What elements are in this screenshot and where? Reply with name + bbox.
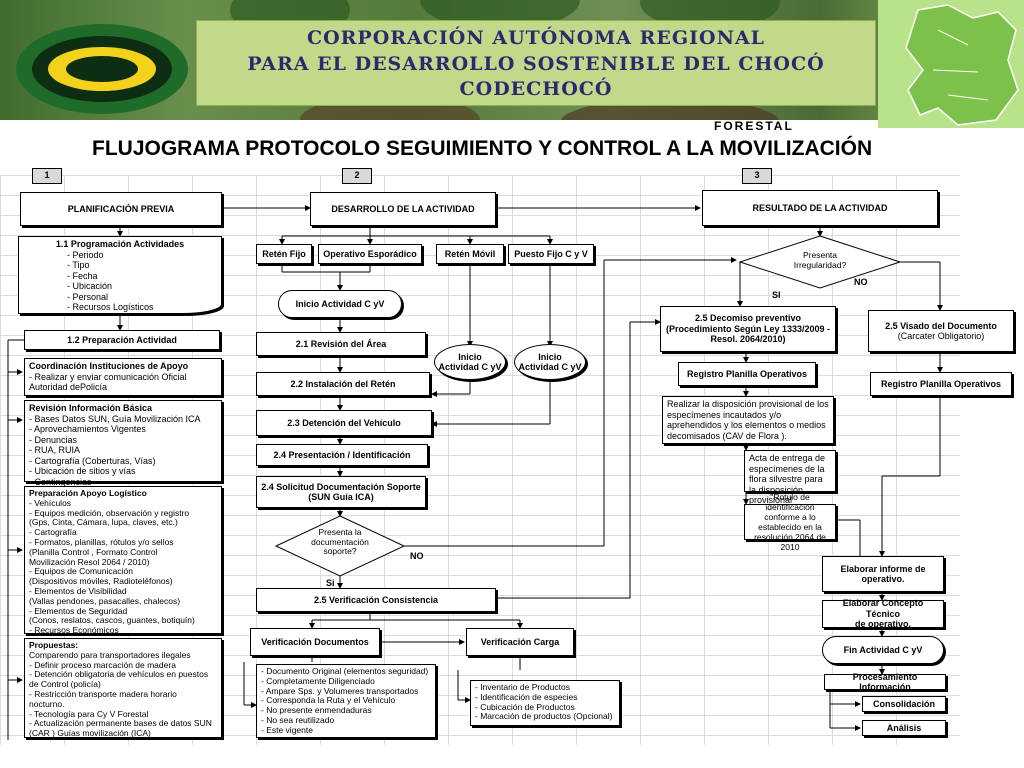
carga-checklist: - Inventario de Productos - Identificaci… bbox=[470, 680, 620, 726]
elaborar-informe-box: Elaborar informe de operativo. bbox=[822, 556, 944, 592]
programacion-items: - Periodo - Tipo - Fecha - Ubicación - P… bbox=[23, 250, 217, 313]
column-tab-2: 2 bbox=[342, 168, 372, 184]
visado-title: 2.5 Visado del Documento bbox=[885, 320, 997, 331]
preparacion-actividad-box: 1.2 Preparación Actividad bbox=[24, 330, 220, 350]
programacion-item: - Fecha bbox=[67, 270, 98, 281]
coordinacion-body: - Realizar y enviar comunicación Oficial… bbox=[29, 371, 187, 393]
codechoco-logo bbox=[14, 22, 190, 116]
org-name-line-1: CORPORACIÓN AUTÓNOMA REGIONAL bbox=[306, 27, 766, 49]
programacion-item: - Ubicación bbox=[67, 281, 113, 291]
si-label-col2: Si bbox=[326, 578, 335, 588]
coordinacion-title: Coordinación Instituciones de Apoyo bbox=[29, 361, 189, 371]
programacion-item: - Periodo bbox=[67, 249, 104, 260]
verificacion-carga-box: Verificación Carga bbox=[466, 628, 574, 656]
reten-movil-box: Retén Móvil bbox=[436, 244, 504, 264]
visado-subtitle: (Carcater Obligatorio) bbox=[897, 331, 985, 341]
detencion-vehiculo-step: 2.3 Detención del Vehículo bbox=[256, 410, 432, 436]
registro-planilla-right: Registro Planilla Operativos bbox=[870, 372, 1012, 396]
propuestas-body: Comparendo para transportadores ilegales… bbox=[29, 649, 212, 739]
inicio-actividad-movil-terminal: Inicio Actividad C yV bbox=[434, 344, 506, 380]
programacion-item: - Recursos Logísticos bbox=[67, 302, 154, 312]
reten-fijo-box: Retén Fijo bbox=[256, 244, 312, 264]
instalacion-reten-step: 2.2 Instalación del Retén bbox=[256, 372, 430, 396]
puesto-fijo-box: Puesto Fijo C y V bbox=[508, 244, 594, 264]
revision-informacion-box: Revisión Información Básica- Bases Datos… bbox=[24, 400, 222, 487]
verificacion-documentos-box: Verificación Documentos bbox=[250, 628, 380, 656]
decomiso-preventivo-box: 2.5 Decomiso preventivo (Procedimiento S… bbox=[660, 306, 836, 352]
org-name-line-2: PARA EL DESARROLLO SOSTENIBLE DEL CHOCÓ bbox=[247, 53, 825, 75]
resultado-actividad-header: RESULTADO DE LA ACTIVIDAD bbox=[702, 190, 938, 226]
disposicion-provisional-box: Realizar la disposición provisional de l… bbox=[662, 396, 834, 444]
fin-actividad-terminal: Fin Actividad C yV bbox=[822, 636, 944, 664]
choco-map-graphic bbox=[878, 0, 1024, 128]
presentacion-identificacion-step: 2.4 Presentación / Identificación bbox=[256, 444, 428, 466]
documentacion-soporte-question: Presenta la documentación soporte? bbox=[311, 527, 369, 556]
propuestas-box: Propuestas:Comparendo para transportador… bbox=[24, 638, 222, 738]
operativo-esporadico-box: Operativo Esporádico bbox=[318, 244, 422, 264]
programacion-actividades-box: 1.1 Programación Actividades - Periodo -… bbox=[18, 236, 222, 314]
logistico-body: - Vehículos - Equipos medición, observac… bbox=[29, 497, 195, 636]
inicio-actividad-terminal: Inicio Actividad C yV bbox=[278, 290, 402, 318]
programacion-item: - Tipo bbox=[67, 260, 90, 270]
solicitud-documentacion-step: 2.4 Solicitud Documentación Soporte (SUN… bbox=[256, 476, 426, 508]
no-label-col2: NO bbox=[410, 551, 424, 561]
propuestas-title: Propuestas: bbox=[29, 640, 79, 650]
coordinacion-instituciones-box: Coordinación Instituciones de Apoyo- Rea… bbox=[24, 358, 222, 396]
organization-title-plate: CORPORACIÓN AUTÓNOMA REGIONAL PARA EL DE… bbox=[196, 20, 876, 106]
rotulo-identificacion-box: "Rotulo de identificación conforme a lo … bbox=[744, 492, 836, 552]
planificacion-previa-header: PLANIFICACIÓN PREVIA bbox=[20, 192, 222, 226]
column-tab-3: 3 bbox=[742, 168, 772, 184]
inicio-actividad-puesto-terminal: Inicio Actividad C yV bbox=[514, 344, 586, 380]
registro-planilla-left: Registro Planilla Operativos bbox=[678, 362, 816, 386]
irregularidad-question: Presenta Irregularidad? bbox=[793, 250, 847, 270]
documentos-checklist: - Documento Original (elementos segurida… bbox=[256, 664, 436, 738]
programacion-title: 1.1 Programación Actividades bbox=[55, 239, 185, 249]
programacion-item: - Personal bbox=[67, 291, 109, 302]
logistico-title: Preparación Apoyo Logístico bbox=[29, 488, 147, 498]
si-label-col3: SI bbox=[772, 290, 781, 300]
revision-body: - Bases Datos SUN, Guía Movilización ICA… bbox=[29, 413, 201, 487]
procesamiento-informacion-box: Procesamiento Información bbox=[824, 672, 946, 692]
no-label-col3: NO bbox=[854, 277, 868, 287]
revision-title: Revisión Información Básica bbox=[29, 403, 153, 413]
revision-area-step: 2.1 Revisión del Área bbox=[256, 332, 426, 356]
preparacion-logistico-box: Preparación Apoyo Logístico- Vehículos -… bbox=[24, 486, 222, 636]
acta-entrega-box: Acta de entrega de especímenes de la flo… bbox=[744, 450, 836, 505]
visado-documento-box: 2.5 Visado del Documento (Carcater Oblig… bbox=[868, 310, 1014, 352]
page-title: FLUJOGRAMA PROTOCOLO SEGUIMIENTO Y CONTR… bbox=[92, 137, 873, 160]
verificacion-consistencia-step: 2.5 Verificación Consistencia bbox=[256, 588, 496, 612]
desarrollo-actividad-header: DESARROLLO DE LA ACTIVIDAD bbox=[310, 192, 496, 226]
column-tab-1: 1 bbox=[32, 168, 62, 184]
org-name-line-3: CODECHOCÓ bbox=[459, 78, 613, 100]
consolidacion-box: Consolidación bbox=[862, 696, 946, 712]
subtitle-forestal: FORESTAL bbox=[714, 119, 794, 133]
elaborar-concepto-box: Elaborar Concepto Técnico de operativo. bbox=[822, 598, 944, 629]
analisis-box: Análisis bbox=[862, 720, 946, 736]
